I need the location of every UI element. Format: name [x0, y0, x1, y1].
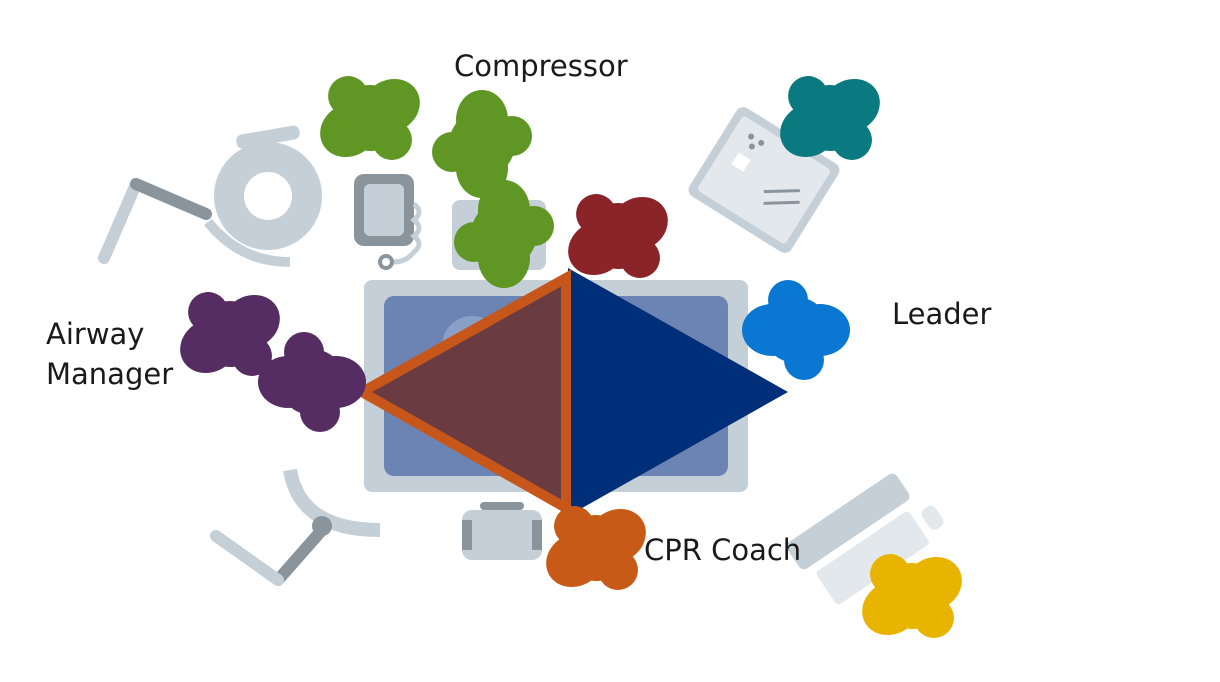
cpr-coach-label: CPR Coach: [644, 533, 802, 567]
compressor-person-icon: [298, 47, 442, 189]
oxygen-equipment-icon: [98, 125, 322, 267]
compressor-person-icon: [454, 180, 554, 288]
leader-person-icon: [742, 280, 850, 380]
team-triangle: [351, 269, 571, 517]
computer-icon: [786, 473, 944, 605]
iv-pole-icon: [210, 468, 381, 586]
airway-manager-label-line1: Airway: [46, 317, 145, 351]
suction-device-icon: [462, 502, 542, 560]
airway-person-icon: [258, 332, 366, 432]
compressor-label: Compressor: [454, 49, 628, 83]
leader-triangle: [568, 268, 788, 516]
compressor-person-icon: [432, 90, 532, 198]
airway-manager-label-line2: Manager: [46, 357, 174, 391]
airway-manager-label: Airway Manager: [46, 314, 173, 394]
leader-label: Leader: [892, 297, 992, 331]
defibrillator-icon: [354, 174, 422, 270]
